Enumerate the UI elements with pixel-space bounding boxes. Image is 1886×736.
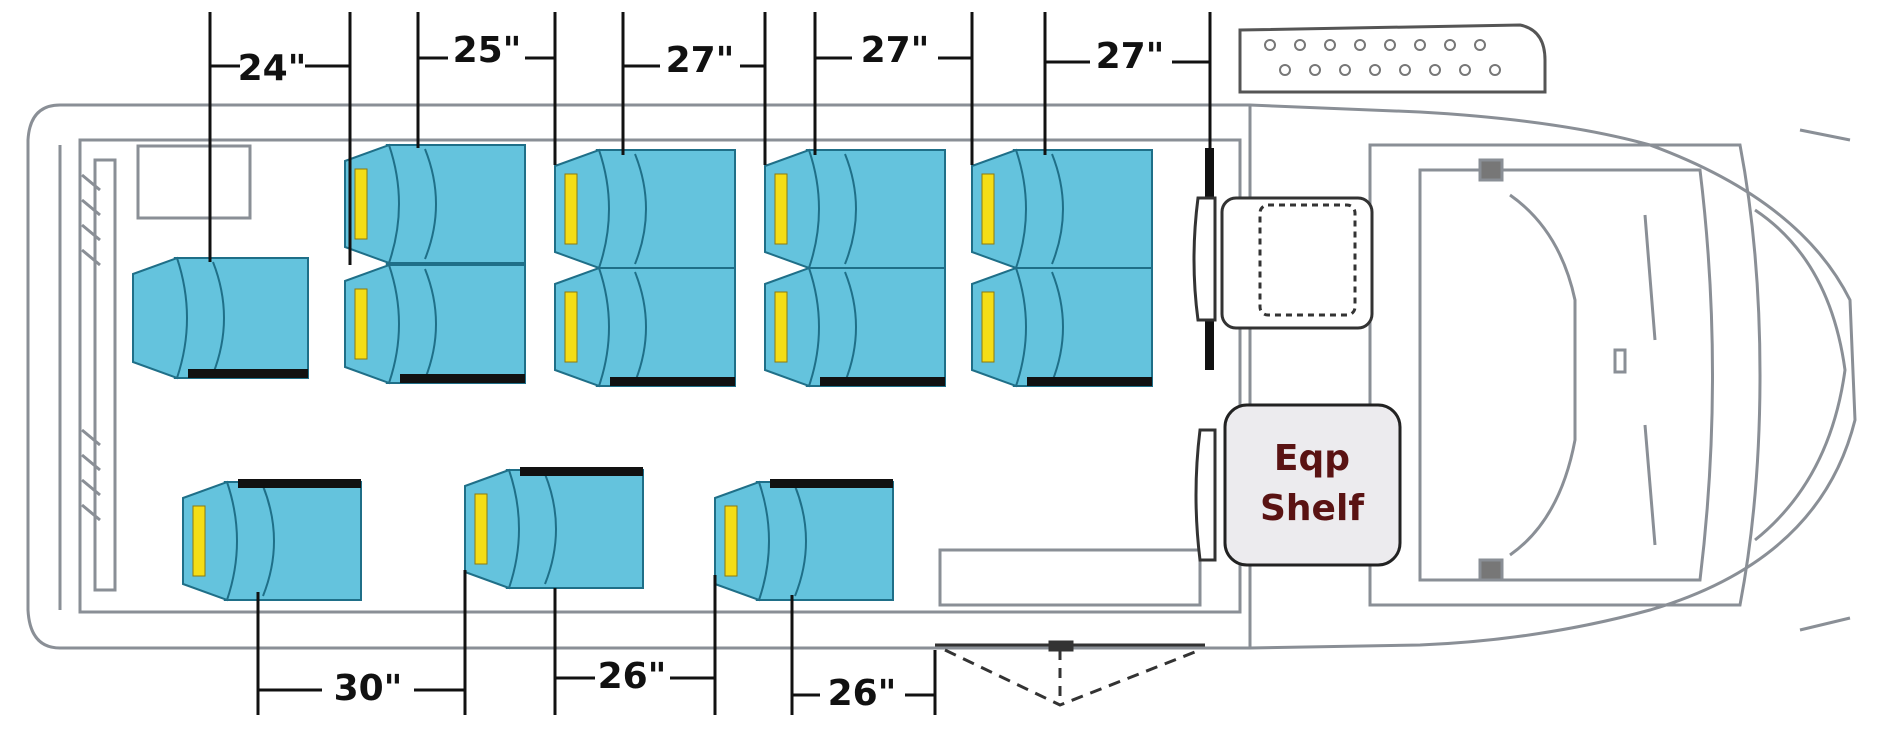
dim-top-3: 27" bbox=[666, 40, 735, 81]
seat-cushion bbox=[385, 144, 526, 264]
seat-contour bbox=[544, 473, 557, 585]
grab-handle bbox=[724, 505, 738, 577]
van-body-outline bbox=[26, 103, 1857, 650]
seat-armrest-bar bbox=[820, 377, 945, 386]
seat-backrest bbox=[764, 266, 820, 388]
seat-contour bbox=[844, 153, 857, 265]
passenger-seat-icon bbox=[764, 148, 946, 270]
side-door-lift bbox=[935, 640, 1205, 707]
grab-handle bbox=[354, 288, 368, 360]
shelf-label-line1: Eqp bbox=[1274, 438, 1350, 479]
dim-top-4: 27" bbox=[861, 30, 930, 71]
seat-cushion bbox=[223, 481, 362, 601]
passenger-seat-icon bbox=[132, 256, 309, 380]
seat-contour bbox=[844, 271, 857, 383]
seat-cushion bbox=[173, 257, 309, 379]
passenger-seat-icon bbox=[714, 479, 894, 602]
seat-contour bbox=[634, 153, 647, 265]
seat-armrest-bar bbox=[400, 374, 525, 383]
grab-handle bbox=[354, 168, 368, 240]
passenger-seat-icon bbox=[554, 266, 736, 388]
seat-cushion bbox=[595, 149, 736, 269]
seat-armrest-bar bbox=[188, 369, 308, 378]
steering-wheel-icon bbox=[1478, 158, 1627, 582]
grab-handle bbox=[981, 173, 995, 245]
seat-backrest bbox=[971, 266, 1027, 388]
equipment-shelf: Eqp Shelf bbox=[1194, 403, 1402, 567]
seat-armrest-bar bbox=[770, 479, 893, 488]
seat-cushion bbox=[385, 264, 526, 384]
grab-handle bbox=[564, 291, 578, 363]
bottom-dimension-labels: 30" 26" 26" bbox=[334, 656, 897, 714]
seat-cushion bbox=[1012, 267, 1153, 387]
seat-backrest bbox=[344, 143, 400, 265]
passenger-seat-icon bbox=[182, 479, 362, 602]
seat-cushion bbox=[805, 267, 946, 387]
passenger-seats bbox=[132, 143, 1153, 602]
seat-backrest bbox=[714, 480, 770, 602]
seat-contour bbox=[212, 261, 225, 375]
seat-contour bbox=[1051, 153, 1064, 265]
seat-armrest-bar bbox=[610, 377, 735, 386]
seat-backrest bbox=[764, 148, 820, 270]
seat-backrest bbox=[182, 480, 238, 602]
grab-handle bbox=[981, 291, 995, 363]
passenger-seat-icon bbox=[971, 148, 1153, 270]
rear-vent bbox=[81, 173, 101, 522]
dim-top-1: 24" bbox=[238, 48, 307, 89]
seat-cushion bbox=[805, 149, 946, 269]
dimension-lines bbox=[208, 12, 1212, 715]
passenger-seat-icon bbox=[344, 143, 526, 265]
seat-backrest bbox=[554, 148, 610, 270]
passenger-seat-icon bbox=[344, 263, 526, 385]
dim-bottom-1: 30" bbox=[334, 668, 403, 709]
entry-step-icon bbox=[1238, 23, 1547, 94]
grab-handle bbox=[774, 291, 788, 363]
dim-bottom-2: 26" bbox=[598, 656, 667, 697]
grab-handle bbox=[774, 173, 788, 245]
grab-handle bbox=[564, 173, 578, 245]
seat-cushion bbox=[755, 481, 894, 601]
seat-backrest bbox=[464, 468, 520, 590]
seat-cushion bbox=[1012, 149, 1153, 269]
seat-backrest bbox=[344, 263, 400, 385]
dim-top-2: 25" bbox=[453, 30, 522, 71]
passenger-seat-icon bbox=[764, 266, 946, 388]
grab-handle bbox=[474, 493, 488, 565]
seat-contour bbox=[262, 485, 275, 597]
seat-cushion bbox=[595, 267, 736, 387]
seat-contour bbox=[1051, 271, 1064, 383]
seat-cushion bbox=[505, 469, 644, 589]
grab-handle bbox=[192, 505, 206, 577]
seat-backrest bbox=[554, 266, 610, 388]
passenger-seat-icon bbox=[971, 266, 1153, 388]
seat-contour bbox=[424, 148, 437, 260]
passenger-seat-icon bbox=[464, 467, 644, 590]
seat-backrest bbox=[132, 256, 188, 380]
passenger-seat-icon bbox=[554, 148, 736, 270]
seat-contour bbox=[424, 268, 437, 380]
shelf-label-line2: Shelf bbox=[1260, 488, 1364, 529]
seat-armrest-bar bbox=[1027, 377, 1152, 386]
seat-contour bbox=[794, 485, 807, 597]
seat-armrest-bar bbox=[520, 467, 643, 476]
driver-seat-icon bbox=[1192, 196, 1374, 330]
seat-armrest-bar bbox=[238, 479, 361, 488]
dim-bottom-3: 26" bbox=[828, 673, 897, 714]
seat-contour bbox=[634, 271, 647, 383]
seat-backrest bbox=[971, 148, 1027, 270]
dim-top-5: 27" bbox=[1096, 36, 1165, 77]
top-dimension-labels: 24" 25" 27" 27" 27" bbox=[238, 30, 1165, 89]
